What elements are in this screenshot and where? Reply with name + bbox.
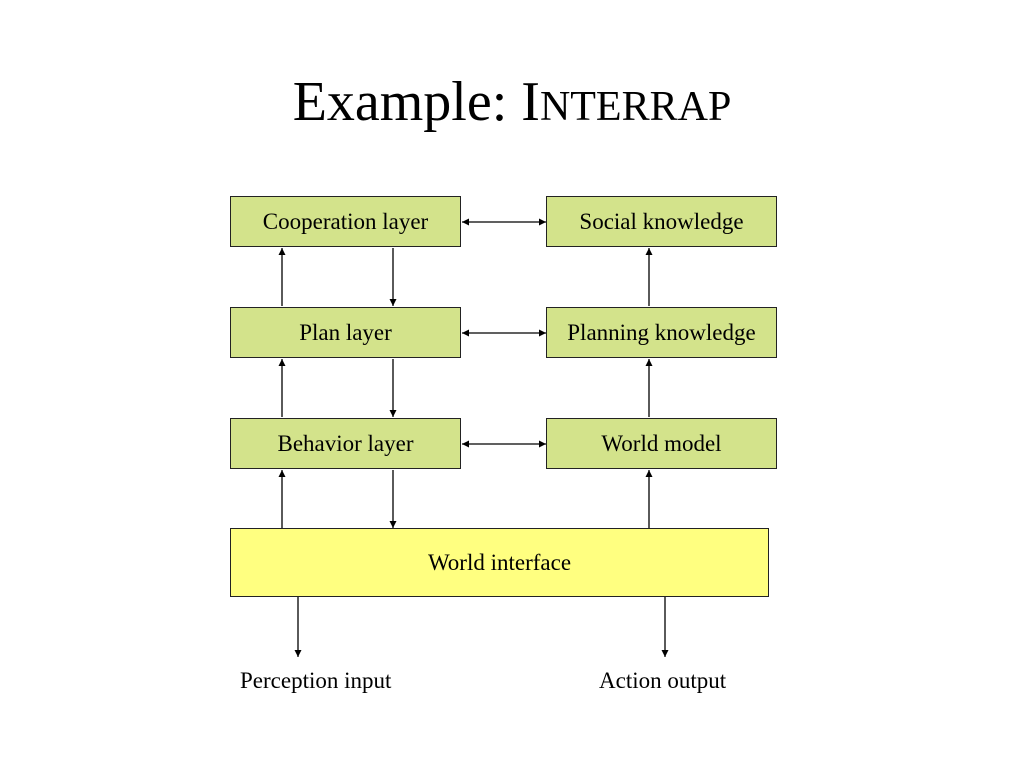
- world-interface-box: World interface: [230, 528, 769, 597]
- social-knowledge-box: Social knowledge: [546, 196, 777, 247]
- action-output-label: Action output: [599, 668, 727, 693]
- world-model-box: World model: [546, 418, 777, 469]
- plan-layer-box: Plan layer: [230, 307, 461, 358]
- title-smallcaps: NTERRAP: [539, 84, 732, 130]
- behavior-layer-box: Behavior layer: [230, 418, 461, 469]
- cooperation-layer-box: Cooperation layer: [230, 196, 461, 247]
- title-lead: Example: I: [292, 71, 540, 133]
- perception-input-label: Perception input: [240, 668, 392, 693]
- slide-title: Example: INTERRAP: [0, 62, 1024, 147]
- planning-knowledge-box: Planning knowledge: [546, 307, 777, 358]
